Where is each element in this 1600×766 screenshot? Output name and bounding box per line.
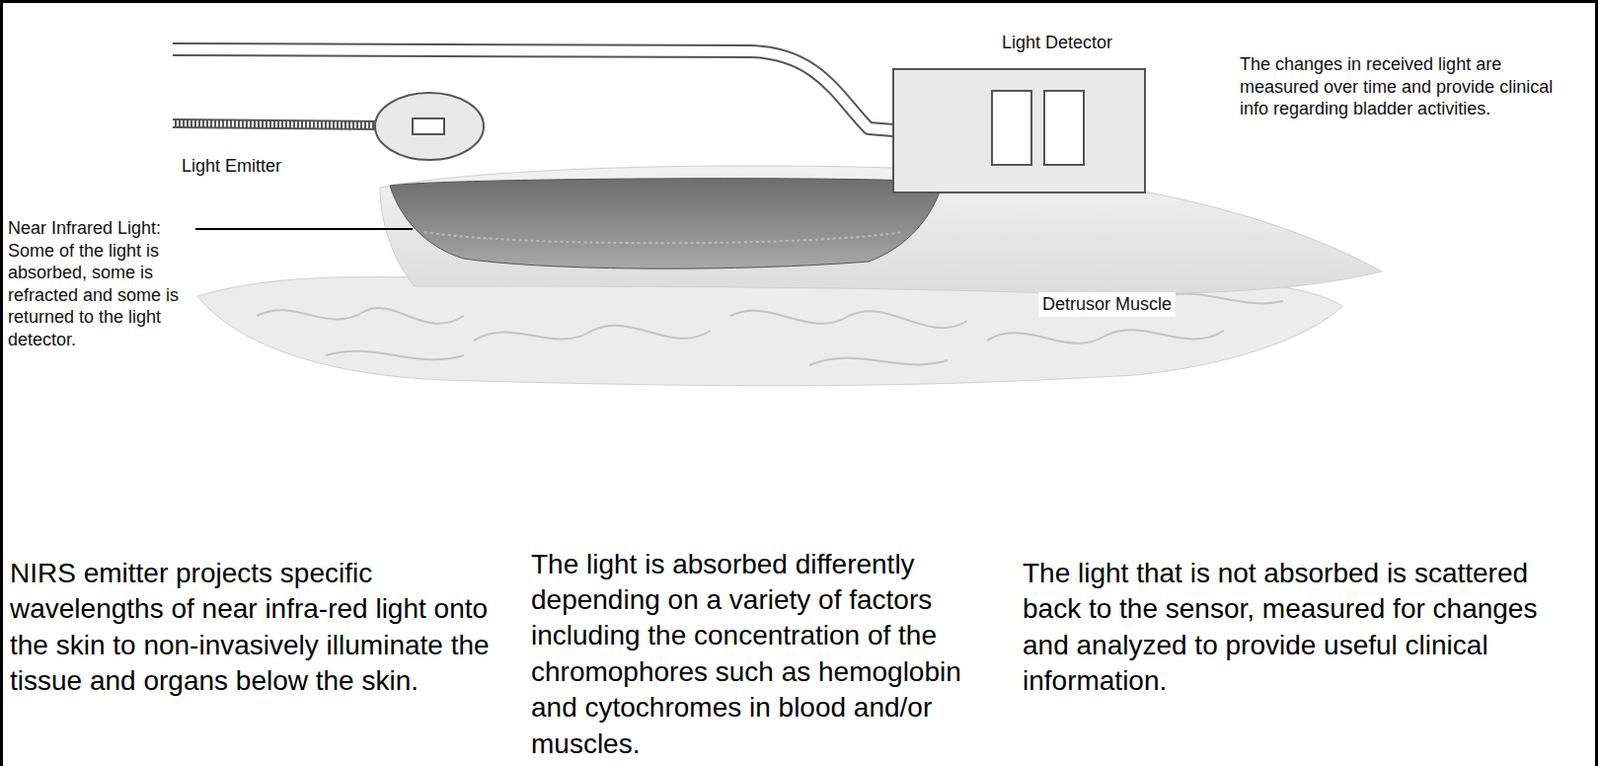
part-label: Light Detector [1001,31,1200,55]
emitter-window [412,118,445,135]
detector-window [991,90,1032,165]
light-path-band [389,178,943,269]
detector-window [1044,90,1084,165]
description-text: The light that is not absorbed is scatte… [1022,555,1576,700]
detector-cable [172,49,894,131]
emitter-cable-core [172,123,381,126]
skin-layer [380,165,1382,295]
description-text: The light is absorbed differently depend… [531,546,995,762]
part-label: Detrusor Muscle [1038,292,1176,317]
description-text: NIRS emitter projects specific wavelengt… [9,555,504,700]
light-detector [893,69,1145,193]
emitter-cable [172,123,381,126]
detector-cable-core [172,49,894,131]
light-emitter [375,92,484,160]
note-text: The changes in received light are measur… [1239,53,1566,121]
leader-line [195,228,413,230]
band-texture [424,231,904,243]
callout-text: Near Infrared Light: Some of the light i… [7,217,194,351]
part-label: Light Emitter [181,154,380,178]
